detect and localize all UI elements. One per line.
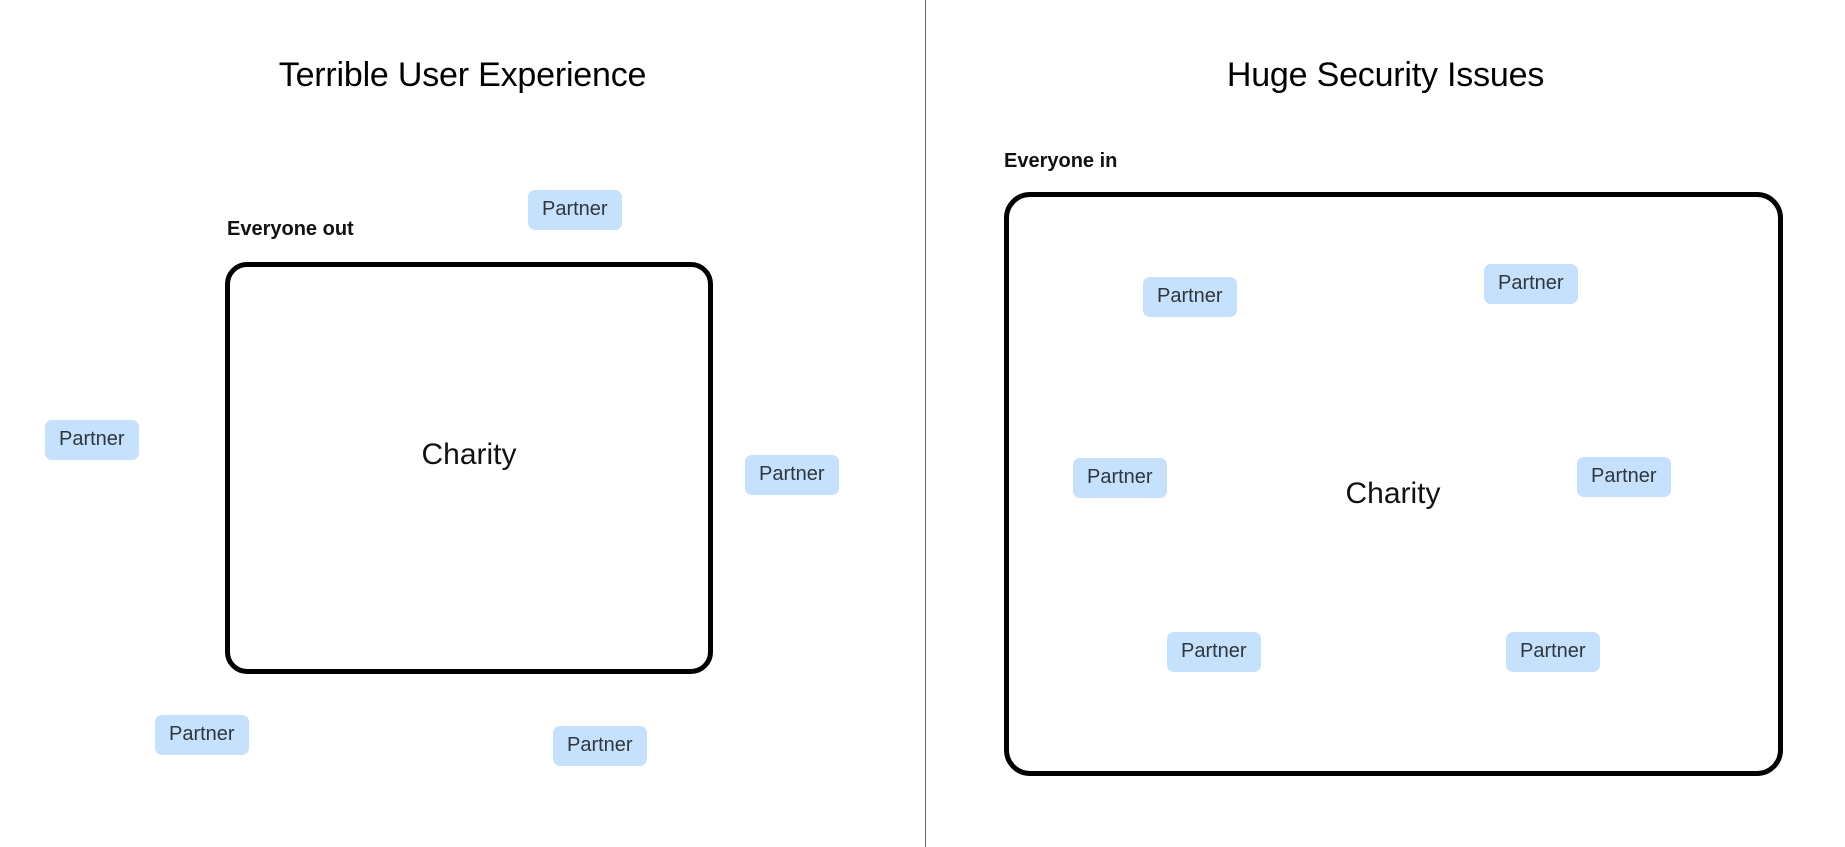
panel-title-left: Terrible User Experience xyxy=(278,56,647,94)
caption-everyone-out: Everyone out xyxy=(227,218,354,240)
partner-chip[interactable]: Partner xyxy=(745,455,839,495)
partner-chip[interactable]: Partner xyxy=(1506,632,1600,672)
panel-huge-security-issues: Huge Security Issues xyxy=(926,0,1845,847)
partner-chip[interactable]: Partner xyxy=(1167,632,1261,672)
charity-boundary-box-left xyxy=(225,262,713,674)
partner-chip[interactable]: Partner xyxy=(155,715,249,755)
partner-chip[interactable]: Partner xyxy=(1577,457,1671,497)
partner-chip[interactable]: Partner xyxy=(553,726,647,766)
panel-title-right: Huge Security Issues xyxy=(1226,56,1545,94)
partner-chip[interactable]: Partner xyxy=(1073,458,1167,498)
caption-everyone-in: Everyone in xyxy=(1004,150,1118,172)
panel-terrible-user-experience: Terrible User Experience xyxy=(278,56,647,94)
partner-chip[interactable]: Partner xyxy=(528,190,622,230)
partner-chip[interactable]: Partner xyxy=(1143,277,1237,317)
charity-boundary-box-right xyxy=(1004,192,1783,776)
partner-chip[interactable]: Partner xyxy=(45,420,139,460)
partner-chip[interactable]: Partner xyxy=(1484,264,1578,304)
panel-divider xyxy=(925,0,926,847)
charity-label-right: Charity xyxy=(1345,477,1441,510)
charity-label-left: Charity xyxy=(421,438,517,471)
